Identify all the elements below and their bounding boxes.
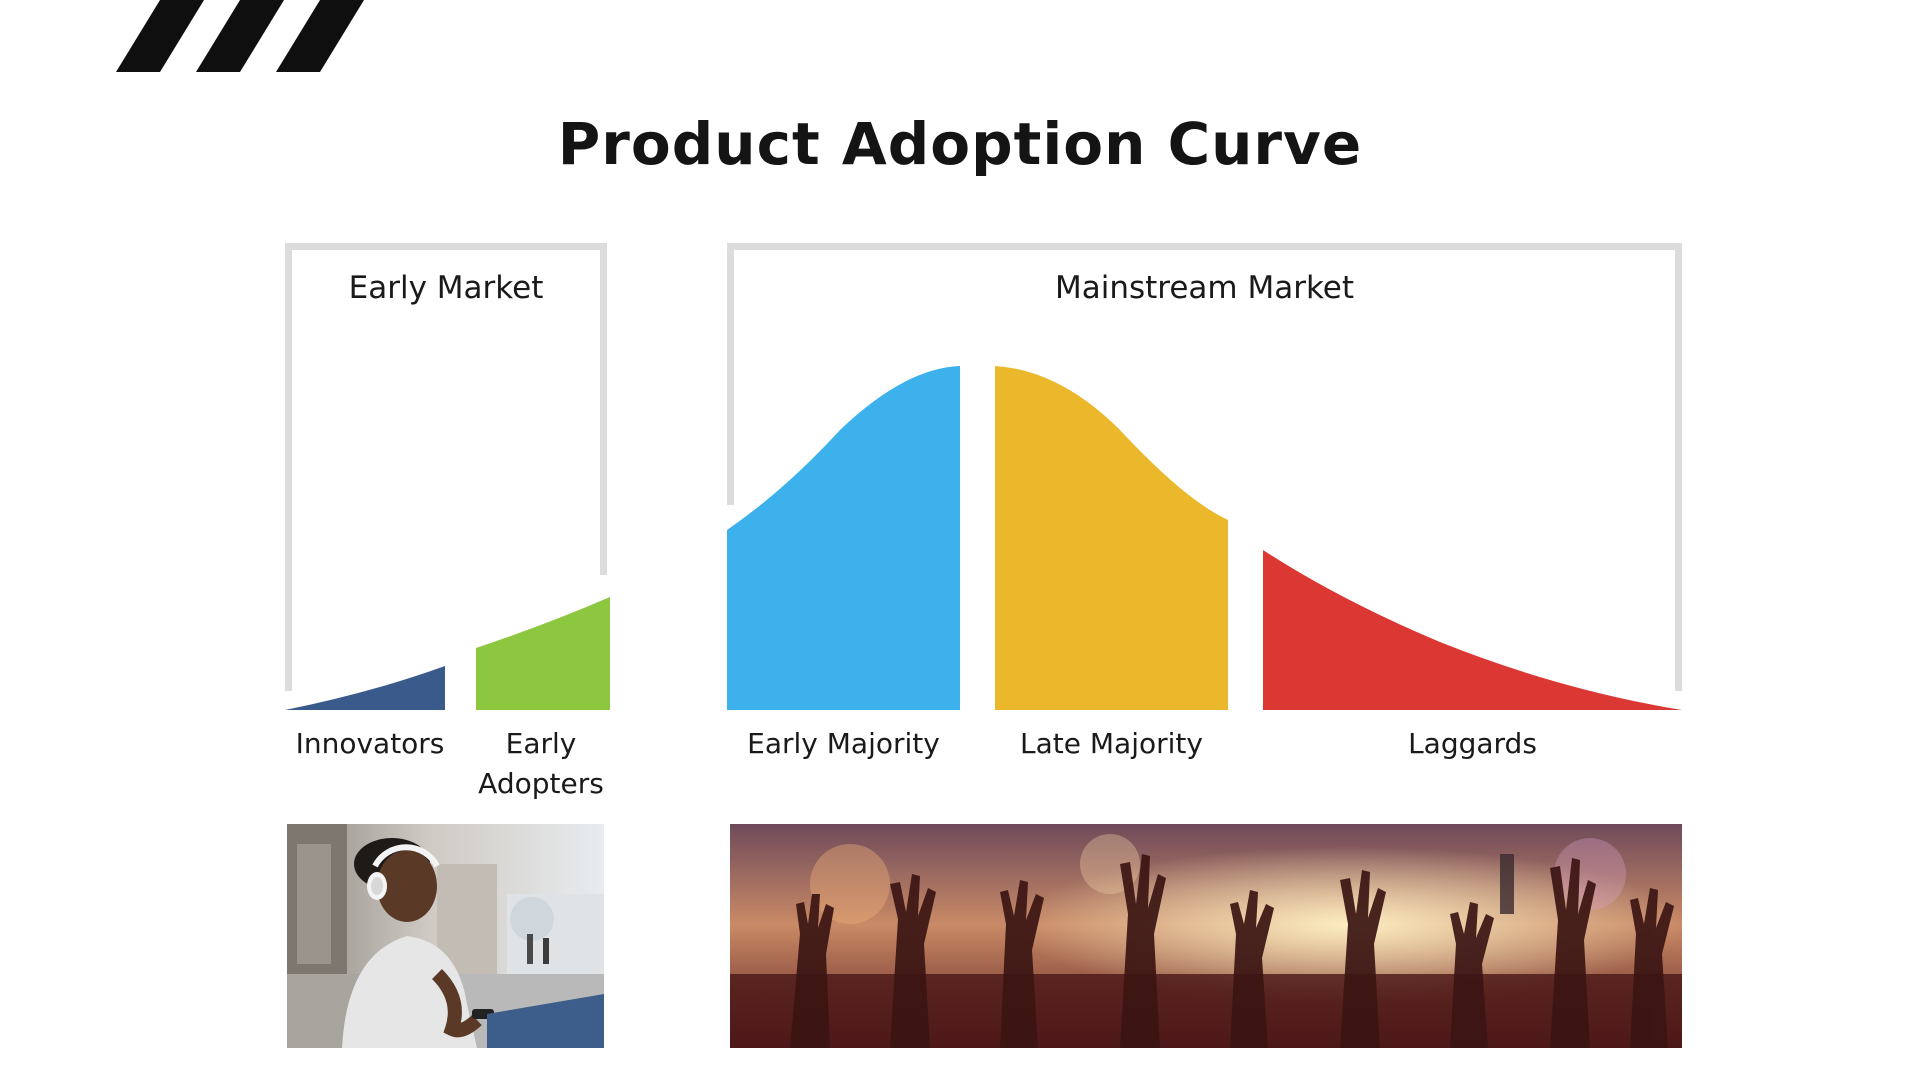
early-market-photo — [287, 824, 604, 1048]
early-majority-segment — [727, 366, 960, 710]
early-market-label: Early Market — [348, 270, 544, 306]
segment-label-laggards: Laggards — [1408, 727, 1537, 760]
mainstream-market-photo — [730, 824, 1682, 1048]
segment-label-early-adopters: Early Adopters — [478, 727, 604, 800]
innovators-segment — [285, 666, 445, 710]
early-market-bracket: Early Market — [285, 243, 607, 691]
person-with-headphones-photo — [287, 824, 604, 1048]
stripe — [276, 0, 364, 72]
segment-label-early-majority: Early Majority — [747, 727, 940, 760]
late-majority-segment — [995, 366, 1228, 710]
concert-crowd-hands-photo — [730, 824, 1682, 1048]
laggards-segment — [1263, 550, 1682, 710]
early-adopters-segment — [476, 597, 610, 710]
mainstream-market-label: Mainstream Market — [1054, 270, 1355, 306]
stripe — [116, 0, 204, 72]
stripe — [196, 0, 284, 72]
decorative-stripes — [116, 0, 364, 72]
segment-label-innovators: Innovators — [295, 727, 445, 760]
mainstream-market-bracket: Mainstream Market — [727, 243, 1682, 691]
segment-label-late-majority: Late Majority — [1020, 727, 1203, 760]
page-title: Product Adoption Curve — [557, 110, 1363, 178]
